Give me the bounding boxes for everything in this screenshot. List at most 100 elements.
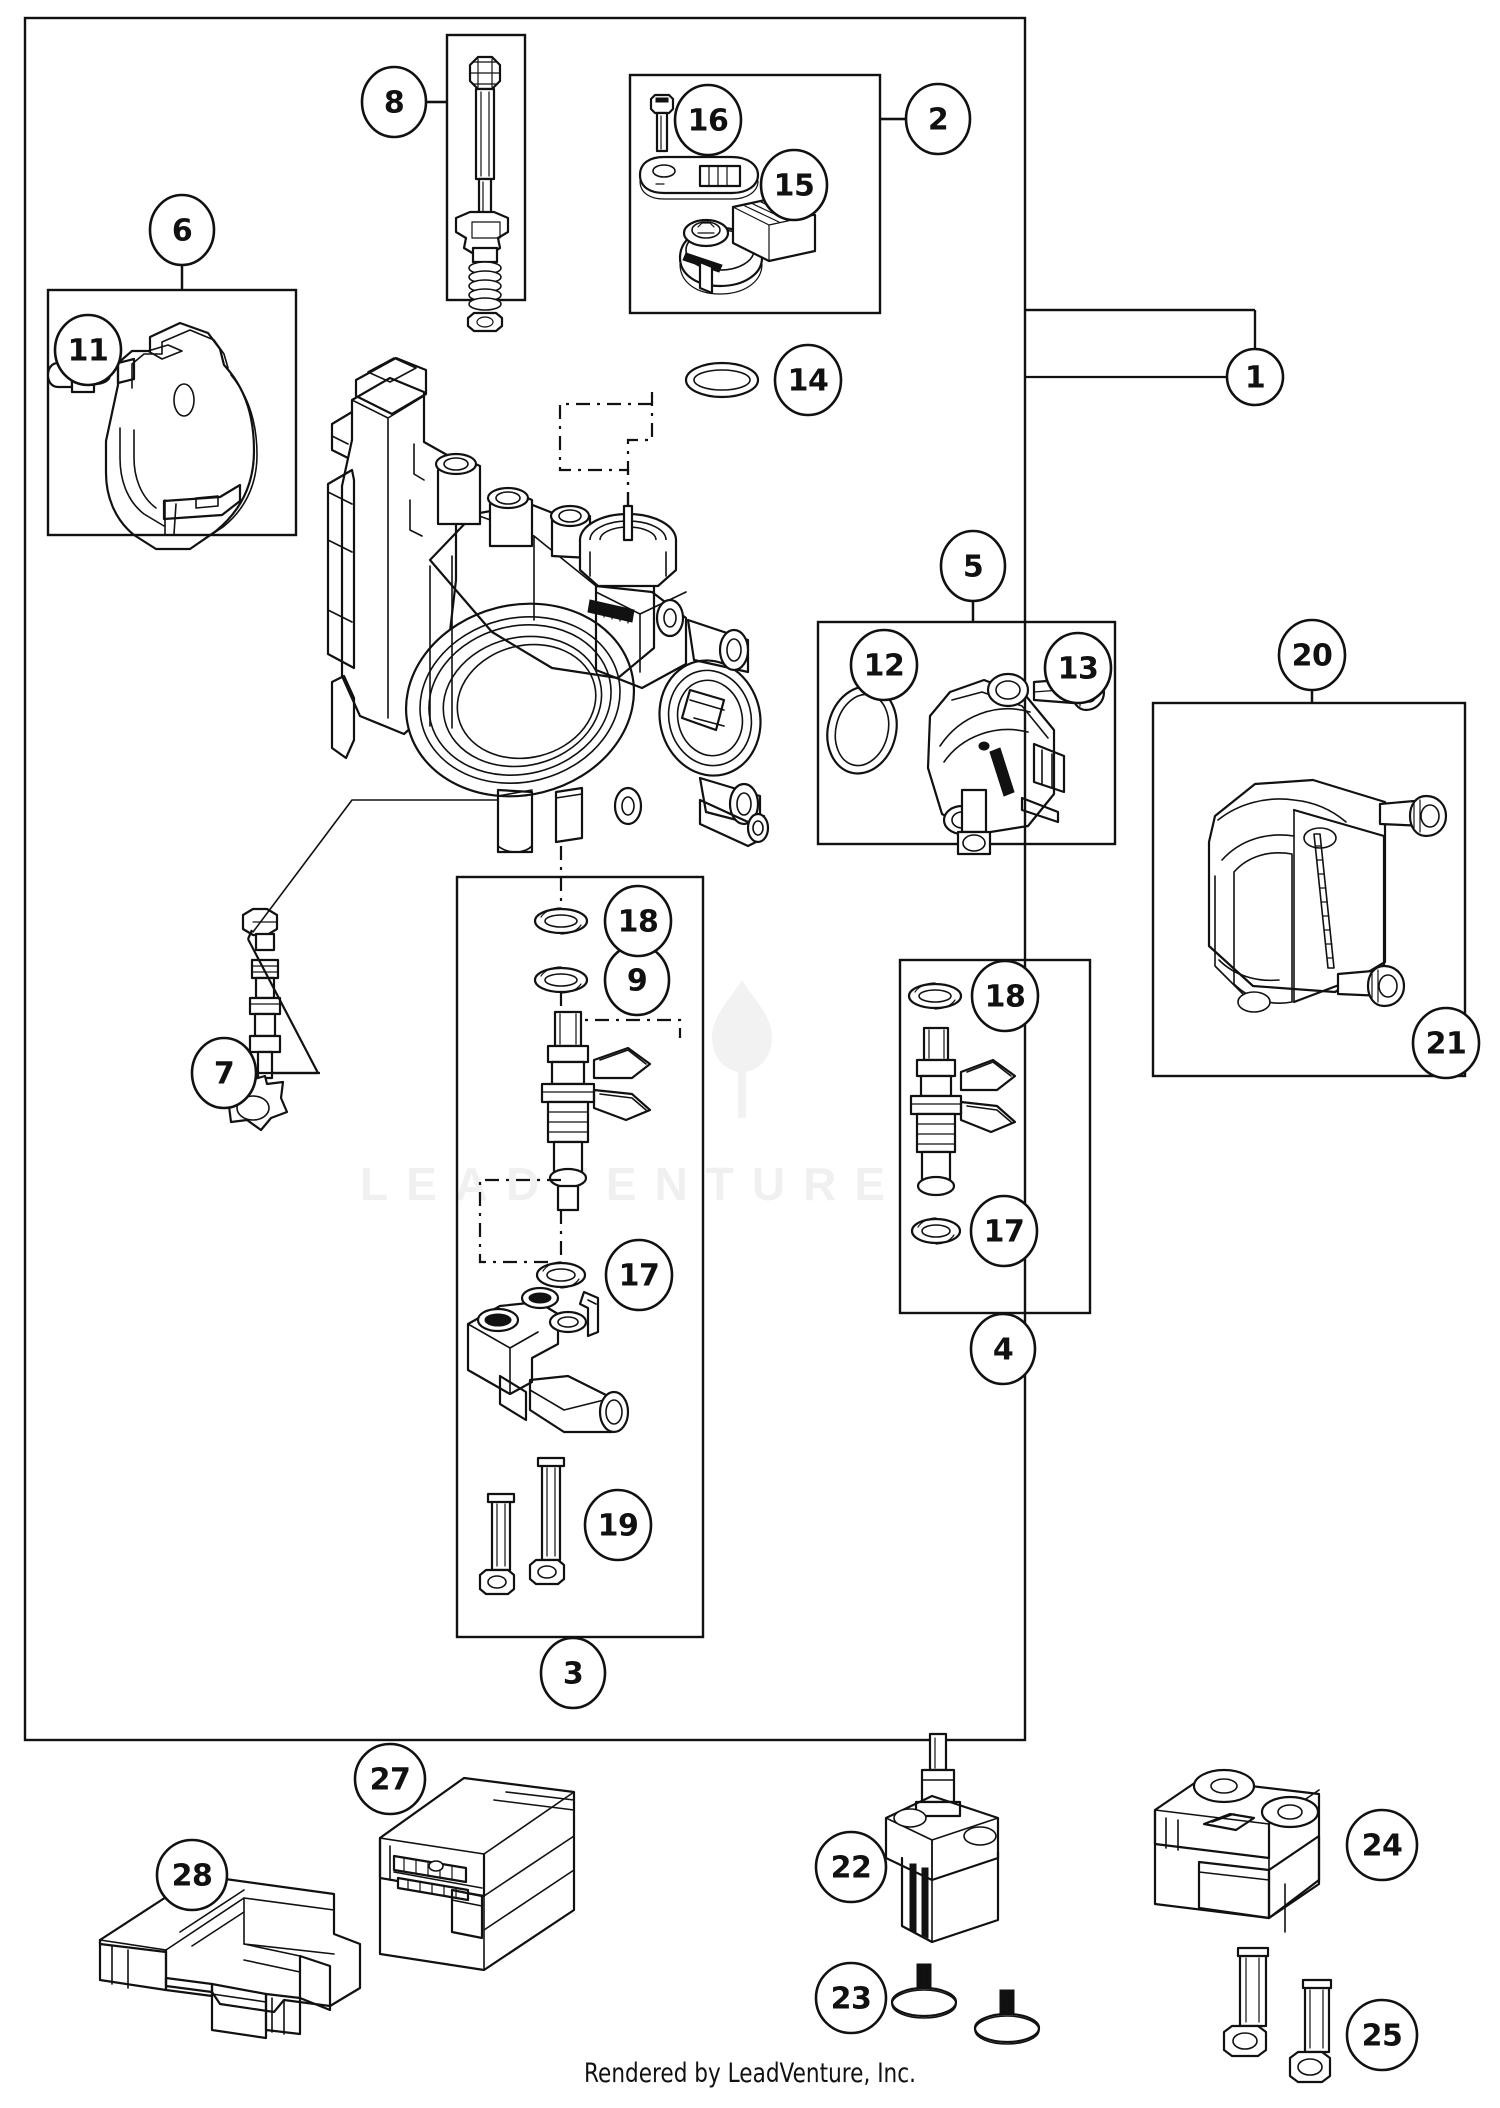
callout-ring-18 — [603, 884, 673, 958]
part-4-injector — [909, 1026, 1017, 1197]
part-17b-o-ring — [910, 1217, 962, 1245]
leader-lines — [180, 100, 1314, 1638]
callout-number-20: 20 — [1292, 639, 1333, 674]
part-9-injector-seal — [533, 966, 589, 994]
group-box-6 — [46, 288, 298, 537]
leader-line-7-tail — [252, 799, 499, 933]
part-18b-o-ring — [907, 982, 963, 1010]
callout-number-27: 27 — [370, 1763, 411, 1798]
callout-ring-23 — [814, 1961, 888, 2035]
part-17-o-ring-lower — [535, 1261, 587, 1289]
callout-bubble-14[interactable]: 14 — [773, 343, 843, 417]
callout-bubble-1[interactable]: 1 — [1225, 347, 1285, 407]
part-28-ecu-cover — [98, 1876, 362, 2040]
callout-ring-4 — [969, 1312, 1037, 1386]
callout-ring-22 — [814, 1830, 888, 1904]
callout-bubble-3[interactable]: 3 — [539, 1636, 607, 1710]
callout-ring-28 — [155, 1838, 229, 1912]
callout-ring-17 — [604, 1238, 674, 1312]
callout-number-3: 3 — [563, 1657, 583, 1692]
callout-bubble-2[interactable]: 2 — [904, 82, 972, 156]
callout-ring-14 — [773, 343, 843, 417]
callout-bubble-15[interactable]: 15 — [759, 148, 829, 222]
callout-ring-21 — [1411, 1006, 1481, 1080]
callout-bubble-21[interactable]: 21 — [1411, 1006, 1481, 1080]
leader-line-7c — [246, 929, 254, 940]
callout-ring-24 — [1345, 1808, 1419, 1882]
footer-credit: Rendered by LeadVenture, Inc. — [583, 2058, 916, 2089]
part-22-pressure-sensor — [884, 1732, 1000, 1944]
watermark-text: LEADVENTURE — [360, 1158, 903, 1210]
callout-bubble-20[interactable]: 20 — [1277, 618, 1347, 692]
callout-bubble-18[interactable]: 18 — [603, 884, 673, 958]
callout-ring-15 — [759, 148, 829, 222]
callout-number-13: 13 — [1058, 652, 1099, 687]
leader-line-7b — [247, 938, 319, 1074]
callout-number-14: 14 — [788, 364, 829, 399]
callout-number-1: 1 — [1245, 361, 1265, 396]
callout-bubble-27[interactable]: 27 — [353, 1742, 427, 1816]
callout-ring-5 — [939, 529, 1007, 603]
callout-bubble-6[interactable]: 6 — [148, 193, 216, 267]
callout-number-23: 23 — [831, 1982, 872, 2017]
callout-number-21: 21 — [1426, 1027, 1467, 1062]
main-throttle-body — [326, 356, 770, 854]
callout-number-22: 22 — [831, 1851, 872, 1886]
dashed-leader-14b — [558, 396, 654, 506]
callout-bubble-8[interactable]: 8 — [360, 65, 428, 139]
callout-bubble-5[interactable]: 5 — [939, 529, 1007, 603]
callout-ring-7 — [190, 1036, 258, 1110]
watermark-flame-icon — [712, 980, 772, 1118]
spring-coil — [468, 261, 502, 311]
callout-number-4: 4 — [993, 1333, 1013, 1368]
group-box-20 — [1151, 701, 1467, 1078]
part-13b-collar-screw — [956, 788, 992, 856]
callout-number-25: 25 — [1362, 2019, 1403, 2054]
callout-ring-20 — [1277, 618, 1347, 692]
part-15-retaining-plate — [638, 155, 760, 200]
callout-bubble-4[interactable]: 4 — [969, 1312, 1037, 1386]
bubble-stems — [180, 100, 1314, 1638]
dashed-leader-14 — [626, 392, 654, 512]
watermark-leadventure: LEADVENTURE — [360, 980, 903, 1210]
callout-number-6: 6 — [172, 214, 192, 249]
callout-number-15: 15 — [774, 169, 815, 204]
callout-ring-1 — [1225, 347, 1285, 407]
part-8-throttle-stop-screw — [454, 55, 510, 333]
part-25-flange-bolts — [1222, 1946, 1333, 2084]
part-23-sensor-screws — [890, 1963, 1041, 2045]
callout-number-12: 12 — [864, 649, 905, 684]
part-24-connector-housing — [1153, 1768, 1321, 1933]
callout-bubble-16[interactable]: 16 — [673, 83, 743, 157]
callout-number-17: 17 — [984, 1215, 1025, 1250]
callout-bubble-23[interactable]: 23 — [814, 1961, 888, 2035]
callout-bubble-7[interactable]: 7 — [190, 1036, 258, 1110]
callout-ring-18 — [970, 959, 1040, 1033]
callout-ring-27 — [353, 1742, 427, 1816]
callout-number-17: 17 — [619, 1259, 660, 1294]
cover-ribs — [1313, 833, 1335, 969]
dashed-leader-9 — [559, 992, 682, 1038]
callout-number-19: 19 — [598, 1509, 639, 1544]
callout-bubble-18[interactable]: 18 — [970, 959, 1040, 1033]
callout-bubble-22[interactable]: 22 — [814, 1830, 888, 1904]
callout-ring-13 — [1043, 631, 1113, 705]
callout-bubble-17[interactable]: 17 — [604, 1238, 674, 1312]
callout-bubble-25[interactable]: 25 — [1345, 1998, 1419, 2072]
callout-bubble-12[interactable]: 12 — [849, 628, 919, 702]
callout-number-16: 16 — [688, 104, 729, 139]
callout-bubble-19[interactable]: 19 — [583, 1488, 653, 1562]
leaders-final — [571, 1313, 1005, 1638]
group-box-4 — [898, 958, 1092, 1315]
callout-bubble-13[interactable]: 13 — [1043, 631, 1113, 705]
callout-number-28: 28 — [172, 1859, 213, 1894]
callout-bubble-11[interactable]: 11 — [53, 313, 123, 387]
part-21-cover-screws — [1336, 794, 1448, 1008]
callout-bubble-17[interactable]: 17 — [969, 1194, 1039, 1268]
callout-bubble-9[interactable]: 9 — [603, 943, 671, 1017]
callout-number-18: 18 — [618, 905, 659, 940]
callout-bubble-24[interactable]: 24 — [1345, 1808, 1419, 1882]
callout-bubble-28[interactable]: 28 — [155, 1838, 229, 1912]
